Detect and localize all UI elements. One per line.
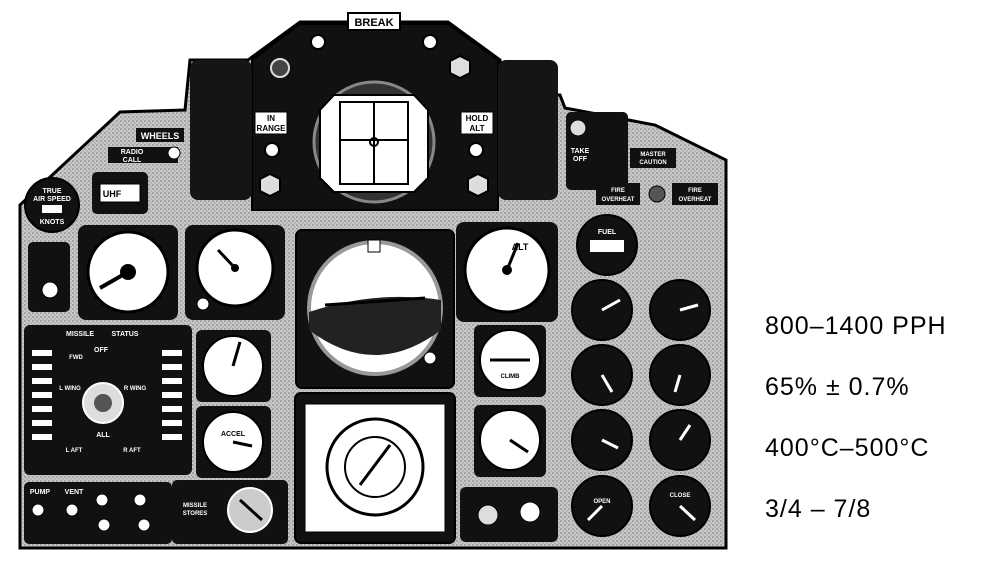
l-aft-label: L AFT: [66, 448, 83, 454]
airspeed-label-2: AIR SPEED: [33, 196, 71, 203]
in-range-light: [254, 111, 288, 135]
attitude-index: [367, 239, 381, 253]
airspeed-readout: [42, 205, 62, 213]
master-caution-label-2: CAUTION: [639, 160, 666, 166]
nozzle-position-spec: 3/4 – 7/8: [765, 495, 872, 523]
accel-label: ACCEL: [221, 431, 246, 438]
hsi-inner-ring: [344, 436, 406, 498]
horizon-line: [324, 296, 426, 307]
missile-selector-hub: [94, 394, 112, 412]
missile-label: MISSILE: [66, 331, 94, 338]
master-caution-light: [630, 148, 676, 168]
needle: [232, 440, 253, 448]
fire-test-button[interactable]: [648, 185, 666, 203]
break-label: BREAK: [354, 17, 393, 29]
screw-icon: [264, 142, 280, 158]
switch-block: [460, 487, 558, 542]
uhf-display: [99, 183, 141, 203]
uhf-label: UHF: [103, 189, 122, 199]
screw-icon: [468, 142, 484, 158]
knob-icon[interactable]: [270, 58, 290, 78]
fire-overheat-left-label-1: FIRE: [611, 188, 625, 194]
sun-knob-icon[interactable]: [196, 297, 210, 311]
open-label-left: OPEN: [593, 499, 610, 505]
in-range-label-1: IN: [267, 114, 275, 123]
needle-hub: [120, 264, 136, 280]
master-caution-label-1: MASTER: [640, 152, 666, 158]
l-wing-label: L WING: [59, 386, 81, 392]
radio-call-placard: [108, 147, 178, 163]
break-placard: [347, 12, 401, 31]
needle-hub: [502, 265, 512, 275]
knots-label: KNOTS: [40, 219, 65, 226]
crosshair-knob-icon[interactable]: [41, 281, 59, 299]
hex-knob-icon[interactable]: [467, 172, 489, 198]
stores-selector-pointer: [238, 498, 264, 522]
radio-call-label-2: CALL: [123, 157, 142, 164]
pump-label: PUMP: [30, 489, 51, 496]
fire-overheat-light-left: [596, 183, 640, 205]
hold-alt-label-2: ALT: [470, 124, 485, 133]
r-aft-label: R AFT: [123, 448, 141, 454]
fire-overheat-right-label-1: FIRE: [688, 188, 702, 194]
toggle-switch-icon[interactable]: [477, 504, 499, 526]
status-label: STATUS: [112, 331, 139, 338]
engine-gauges-left-column: [571, 279, 633, 537]
fuel-flow-spec: 800–1400 PPH: [765, 312, 947, 340]
hex-knob-icon[interactable]: [449, 54, 471, 80]
take-off-label-2: OFF: [573, 156, 588, 163]
hold-alt-label-1: HOLD: [466, 114, 489, 123]
climb-label: CLIMB: [501, 374, 521, 380]
close-label-right: CLOSE: [670, 493, 691, 499]
take-off-label-1: TAKE: [571, 148, 590, 155]
radio-call-knob-icon[interactable]: [167, 146, 181, 160]
vent-label: VENT: [65, 489, 84, 496]
knob-icon[interactable]: [519, 501, 541, 523]
fire-overheat-right-label-2: OVERHEAT: [679, 197, 712, 203]
hood-left-block: [190, 60, 252, 200]
alt-label: ALT: [512, 242, 529, 252]
in-range-label-2: RANGE: [257, 124, 287, 133]
wheels-placard: [136, 128, 184, 142]
missile-stores-label-1: MISSILE: [183, 503, 207, 509]
needle-hub: [231, 264, 239, 272]
needle: [216, 248, 237, 270]
needle: [509, 438, 529, 454]
knob-icon[interactable]: [569, 119, 587, 137]
attitude-knob-icon[interactable]: [423, 351, 437, 365]
spec-list: 800–1400 PPH 65% ± 0.7% 400°C–500°C 3/4 …: [765, 296, 995, 540]
fuel-readout: [590, 240, 624, 252]
engine-gauges-right-column: [649, 279, 711, 537]
attitude-ground: [309, 296, 441, 355]
hsi-course-bar: [358, 444, 392, 486]
left-switch-box: [28, 242, 70, 312]
pump-vent-toggles[interactable]: [31, 493, 151, 532]
scope-reticle: [339, 101, 409, 185]
needle: [231, 341, 242, 367]
fwd-label: FWD: [69, 355, 83, 361]
all-label: ALL: [96, 432, 110, 439]
hex-knob-icon[interactable]: [259, 172, 281, 198]
instrument-panel: BREAK IN RANGE HOLD ALT WHEELS RADIO CAL…: [18, 12, 728, 550]
screw-icon: [422, 34, 438, 50]
rpm-tolerance-spec: 65% ± 0.7%: [765, 373, 910, 401]
fire-overheat-light-right: [672, 183, 718, 205]
fire-overheat-left-label-2: OVERHEAT: [602, 197, 635, 203]
airspeed-label-1: TRUE: [42, 188, 61, 195]
missile-stores-label-2: STORES: [183, 511, 208, 517]
hood-right-block: [498, 60, 558, 200]
temperature-range-spec: 400°C–500°C: [765, 434, 930, 462]
off-label: OFF: [94, 347, 109, 354]
wheels-label: WHEELS: [141, 131, 180, 141]
fuel-label: FUEL: [598, 229, 617, 236]
r-wing-label: R WING: [124, 386, 147, 392]
screw-icon: [310, 34, 326, 50]
missile-indicator-lights: [32, 350, 182, 440]
hold-alt-light: [460, 111, 494, 135]
radio-call-label-1: RADIO: [121, 149, 144, 156]
